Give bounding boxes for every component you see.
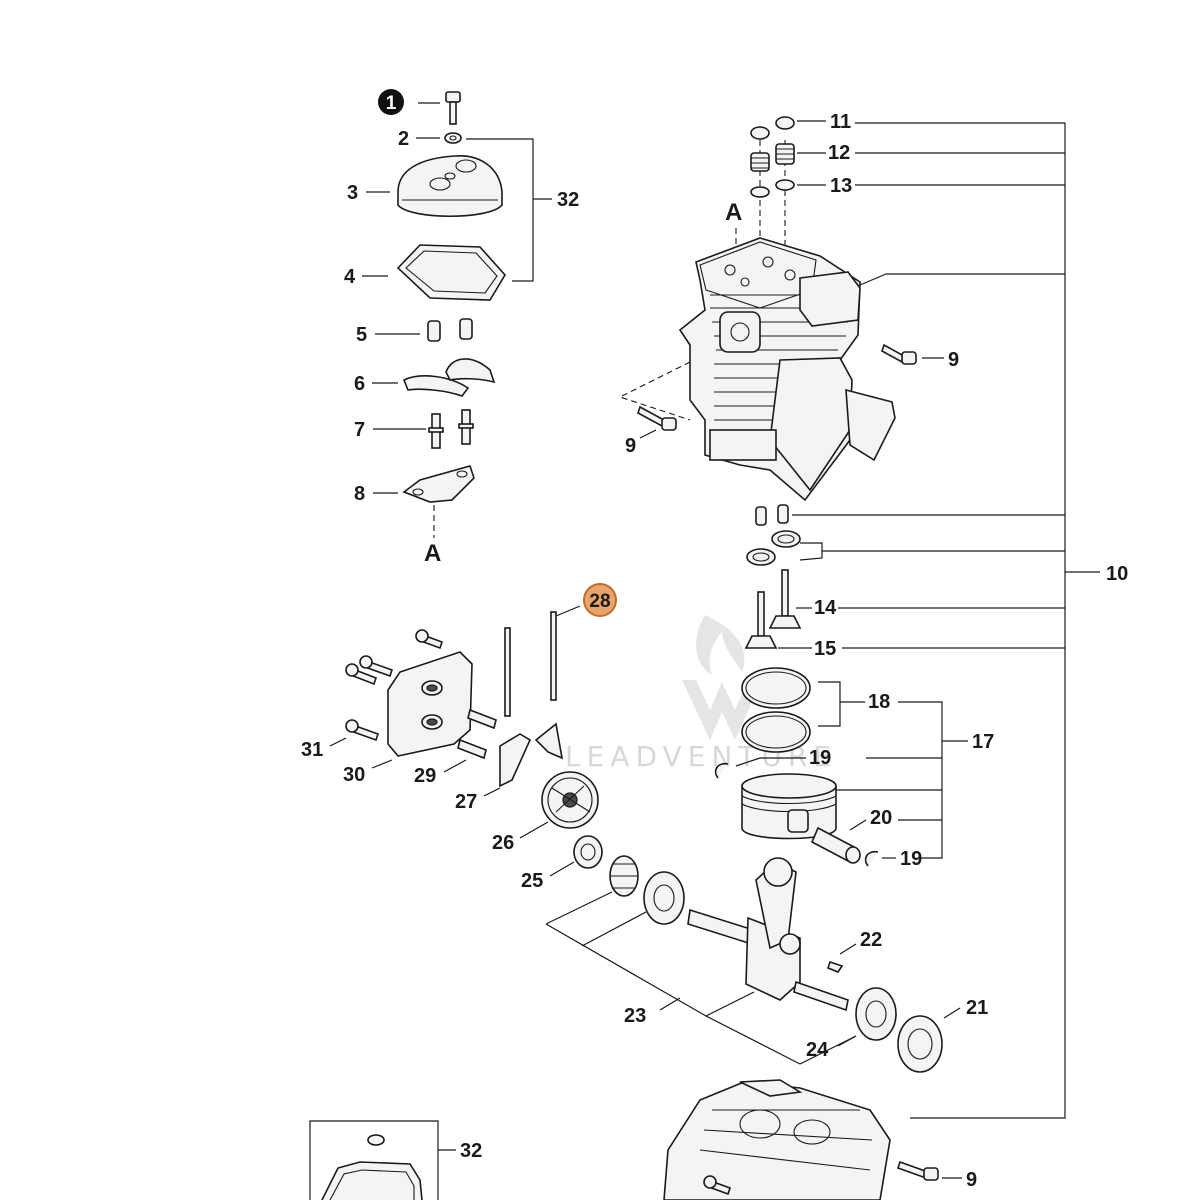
- rocker-arms: [402, 358, 496, 397]
- valve-seals: [746, 530, 801, 566]
- callout-28[interactable]: 28: [589, 591, 610, 612]
- piston: [741, 773, 837, 840]
- callout-8[interactable]: 8: [354, 483, 365, 505]
- oil-seal-left: [573, 835, 603, 869]
- main-bearing-right: [855, 987, 897, 1041]
- gear-cover: [387, 651, 473, 757]
- callout-23[interactable]: 23: [624, 1005, 646, 1027]
- cylinder-screw-left: [637, 405, 677, 431]
- callout-11[interactable]: 11: [830, 111, 851, 133]
- woodruff-key: [827, 960, 844, 973]
- callout-18[interactable]: 18: [868, 691, 890, 713]
- callout-30[interactable]: 30: [343, 764, 365, 786]
- callout-4[interactable]: 4: [344, 266, 356, 288]
- callout-21[interactable]: 21: [966, 997, 988, 1019]
- gear-cover-screws: [345, 629, 444, 742]
- callout-1[interactable]: 1: [386, 93, 397, 114]
- callout-29[interactable]: 29: [414, 765, 436, 787]
- callout-27[interactable]: 27: [455, 791, 477, 813]
- callout-19-top[interactable]: 19: [809, 747, 831, 769]
- callout-3[interactable]: 3: [347, 182, 358, 204]
- cam-followers: [499, 722, 564, 788]
- dowel-pins: [457, 708, 497, 760]
- valve-cover-gasket: [396, 244, 506, 301]
- piston-pin: [810, 826, 861, 864]
- callout-12[interactable]: 12: [828, 142, 850, 164]
- callout-31[interactable]: 31: [301, 739, 323, 761]
- valve-exhaust: [768, 569, 802, 629]
- cam-gear: [541, 771, 599, 829]
- valve-adjusters: [427, 318, 473, 342]
- cylinder: [678, 237, 896, 502]
- valve-guides: [755, 504, 789, 526]
- washer: [444, 132, 462, 144]
- callout-22[interactable]: 22: [860, 929, 882, 951]
- crank-gear: [609, 855, 639, 897]
- piston-rings: [741, 667, 811, 753]
- callout-5[interactable]: 5: [356, 324, 367, 346]
- push-rod-guide-plate: [402, 465, 475, 503]
- crankcase-screw-lower: [703, 1175, 732, 1196]
- callout-2[interactable]: 2: [398, 128, 409, 150]
- push-rods: [504, 611, 557, 717]
- valve-intake: [744, 591, 778, 649]
- watermark-logo-icon: [682, 615, 762, 740]
- callout-1-badge[interactable]: [378, 89, 404, 115]
- piston-pin-clip-right: [864, 850, 879, 867]
- crankshaft: [687, 857, 849, 1012]
- callout-10[interactable]: 10: [1106, 563, 1128, 585]
- valve-retainers: [750, 116, 795, 140]
- callout-9-top[interactable]: 9: [948, 349, 959, 371]
- ref-a-bottom: A: [424, 540, 441, 567]
- callout-7[interactable]: 7: [354, 419, 365, 441]
- callout-15[interactable]: 15: [814, 638, 836, 660]
- callout-24[interactable]: 24: [806, 1039, 829, 1061]
- callout-26[interactable]: 26: [492, 832, 514, 854]
- piston-pin-clip-left: [714, 762, 729, 779]
- crankcase: [663, 1079, 891, 1200]
- gasket-kit-box: [309, 1120, 439, 1200]
- valve-springs: [750, 143, 795, 172]
- callout-6[interactable]: 6: [354, 373, 365, 395]
- callout-19-bottom[interactable]: 19: [900, 848, 922, 870]
- spring-seats: [750, 179, 795, 198]
- callout-17[interactable]: 17: [972, 731, 994, 753]
- callout-13[interactable]: 13: [830, 175, 852, 197]
- callout-20[interactable]: 20: [870, 807, 892, 829]
- valve-cover: [397, 155, 503, 217]
- oil-seal-right: [897, 1015, 943, 1073]
- callout-32-top[interactable]: 32: [557, 189, 579, 211]
- crankcase-screw: [896, 1160, 939, 1181]
- callout-14[interactable]: 14: [814, 597, 837, 619]
- callout-9-bottom[interactable]: 9: [966, 1169, 977, 1191]
- cylinder-screw-right: [881, 343, 917, 365]
- rocker-studs: [428, 409, 474, 449]
- main-bearing-left: [643, 871, 685, 925]
- ref-a-top: A: [725, 199, 742, 226]
- callout-32-bottom[interactable]: 32: [460, 1140, 482, 1162]
- callout-28-badge[interactable]: [583, 583, 617, 617]
- callout-25[interactable]: 25: [521, 870, 543, 892]
- callout-9-mid[interactable]: 9: [625, 435, 636, 457]
- valve-cover-screw: [445, 91, 461, 125]
